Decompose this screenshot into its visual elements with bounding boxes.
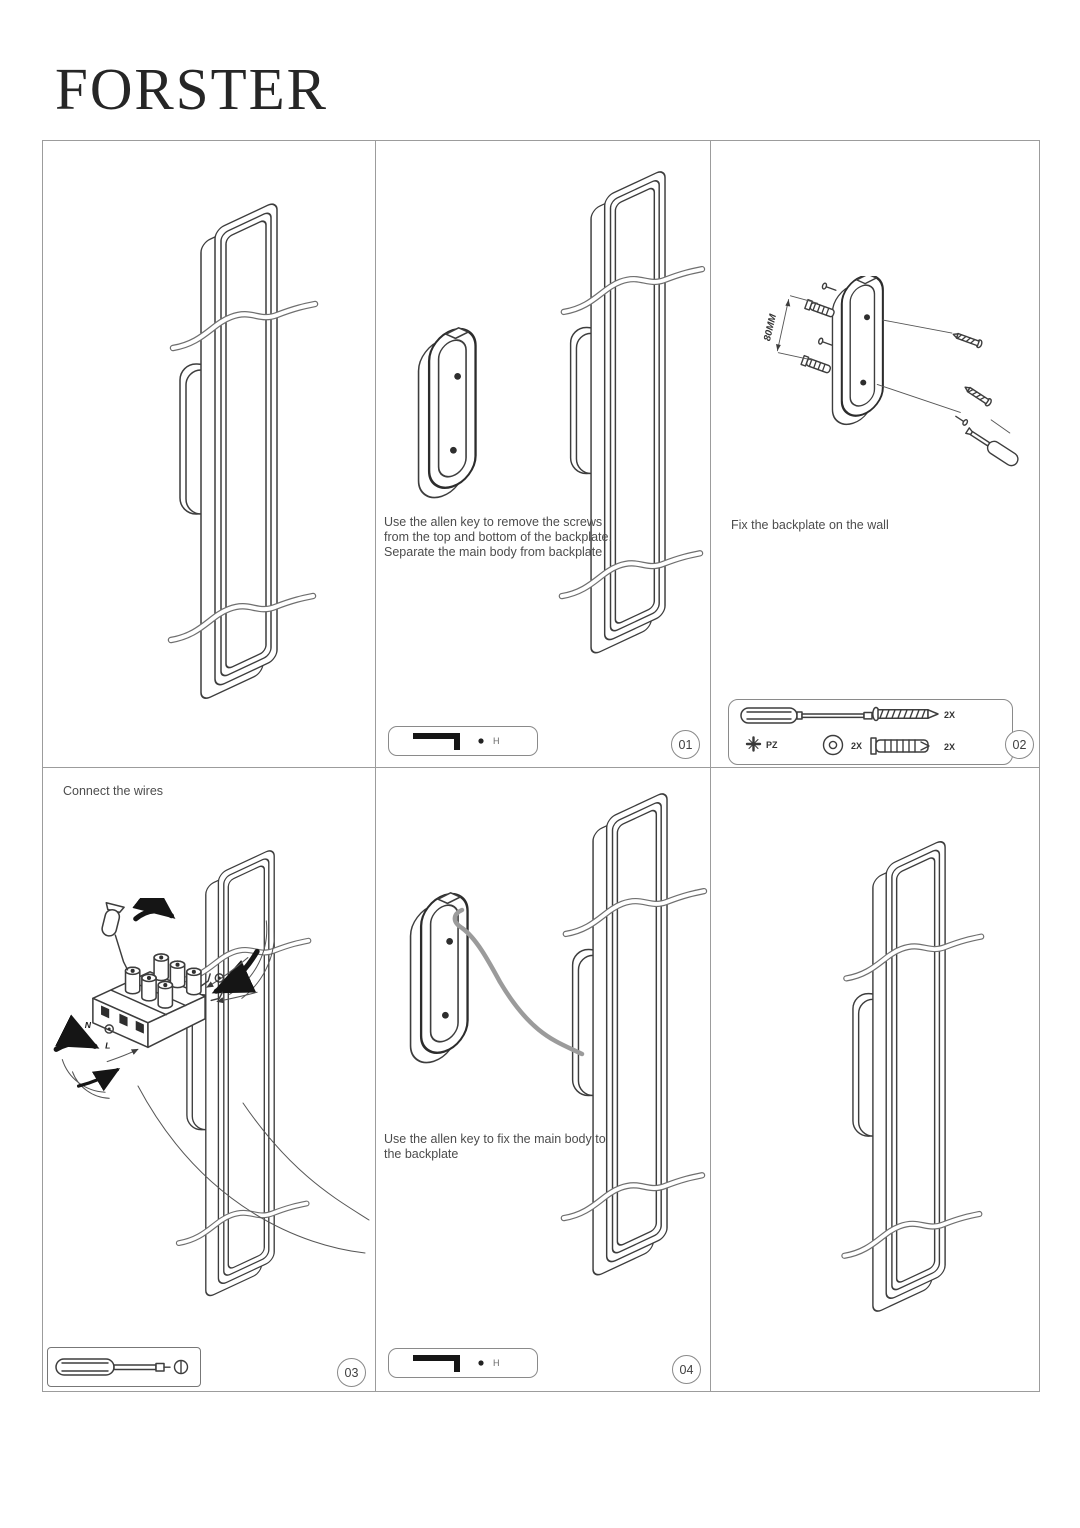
- panel-step-04: Use the allen key to fix the main body t…: [376, 768, 711, 1391]
- step-number-badge: 01: [671, 730, 700, 759]
- terminal-block-drawing: N L: [53, 898, 275, 1099]
- step-03-caption: Connect the wires: [63, 784, 164, 798]
- wall-mounting-drawing: 80MM: [762, 276, 1019, 467]
- wall-light-drawing: [833, 834, 1023, 1366]
- screw-icon: [872, 706, 939, 722]
- allen-key-icon: [413, 733, 460, 750]
- washer-icon: [822, 734, 844, 756]
- driver-type-label: PZ: [766, 740, 778, 750]
- dimension-label: 80MM: [762, 312, 779, 342]
- screw-qty: 2X: [944, 710, 955, 720]
- panel-step-02: 80MM: [711, 141, 1039, 768]
- screwdriver-icon: [740, 707, 879, 724]
- neutral-label: N: [85, 1020, 92, 1030]
- allen-key-toolbox: H: [388, 1348, 538, 1378]
- panel-step-01: Use the allen key to remove the screws f…: [376, 141, 711, 768]
- anchor-qty: 2X: [944, 742, 955, 752]
- allen-key-size-label: H: [493, 1358, 500, 1368]
- allen-key-size: H: [478, 736, 500, 746]
- steps-grid: Use the allen key to remove the screws f…: [42, 140, 1040, 1392]
- screw-head-icon: [173, 1359, 189, 1375]
- allen-key-size: H: [478, 1358, 500, 1368]
- step-number-badge: 03: [337, 1358, 366, 1387]
- live-label: L: [105, 1040, 110, 1050]
- allen-key-toolbox: H: [388, 726, 538, 756]
- step-number-badge: 02: [1005, 730, 1034, 759]
- wiring-guide-curves: [137, 1085, 370, 1254]
- brand-logo: FORSTER: [55, 56, 329, 122]
- step-01-caption: Use the allen key to remove the screws f…: [384, 515, 612, 559]
- allen-key-size-label: H: [493, 736, 500, 746]
- allen-key-icon: [413, 1355, 460, 1372]
- screwdriver-tool-icon: [55, 1358, 189, 1376]
- step-number-badge: 04: [672, 1355, 701, 1384]
- step-number-03: 03: [344, 1365, 359, 1380]
- wall-light-drawing: [159, 196, 359, 756]
- hardware-toolbox: PZ 2X 2X: [728, 699, 1013, 765]
- step-number-02: 02: [1012, 737, 1027, 752]
- backplate-drawing: [408, 319, 503, 514]
- screwdriver-icon: [101, 902, 129, 971]
- screwdriver-toolbox: [47, 1347, 201, 1387]
- pozidriv-icon: [745, 736, 762, 752]
- panel-step-03: Connect the wires: [43, 768, 376, 1391]
- step-number-01: 01: [678, 737, 693, 752]
- step-number-04: 04: [679, 1362, 694, 1377]
- step-02-caption: Fix the backplate on the wall: [731, 518, 889, 532]
- washer-qty: 2X: [851, 741, 862, 751]
- screwdriver-icon: [965, 427, 1019, 467]
- connecting-wire-drawing: [452, 907, 585, 1057]
- hardware-icons: PZ 2X 2X: [740, 706, 955, 756]
- step-04-caption: Use the allen key to fix the main body t…: [384, 1132, 606, 1161]
- wall-anchor-icon: [870, 737, 930, 755]
- panel-finished-result: [711, 768, 1039, 1391]
- main-body-drawing: [550, 164, 711, 709]
- panel-product-overview: [43, 141, 376, 768]
